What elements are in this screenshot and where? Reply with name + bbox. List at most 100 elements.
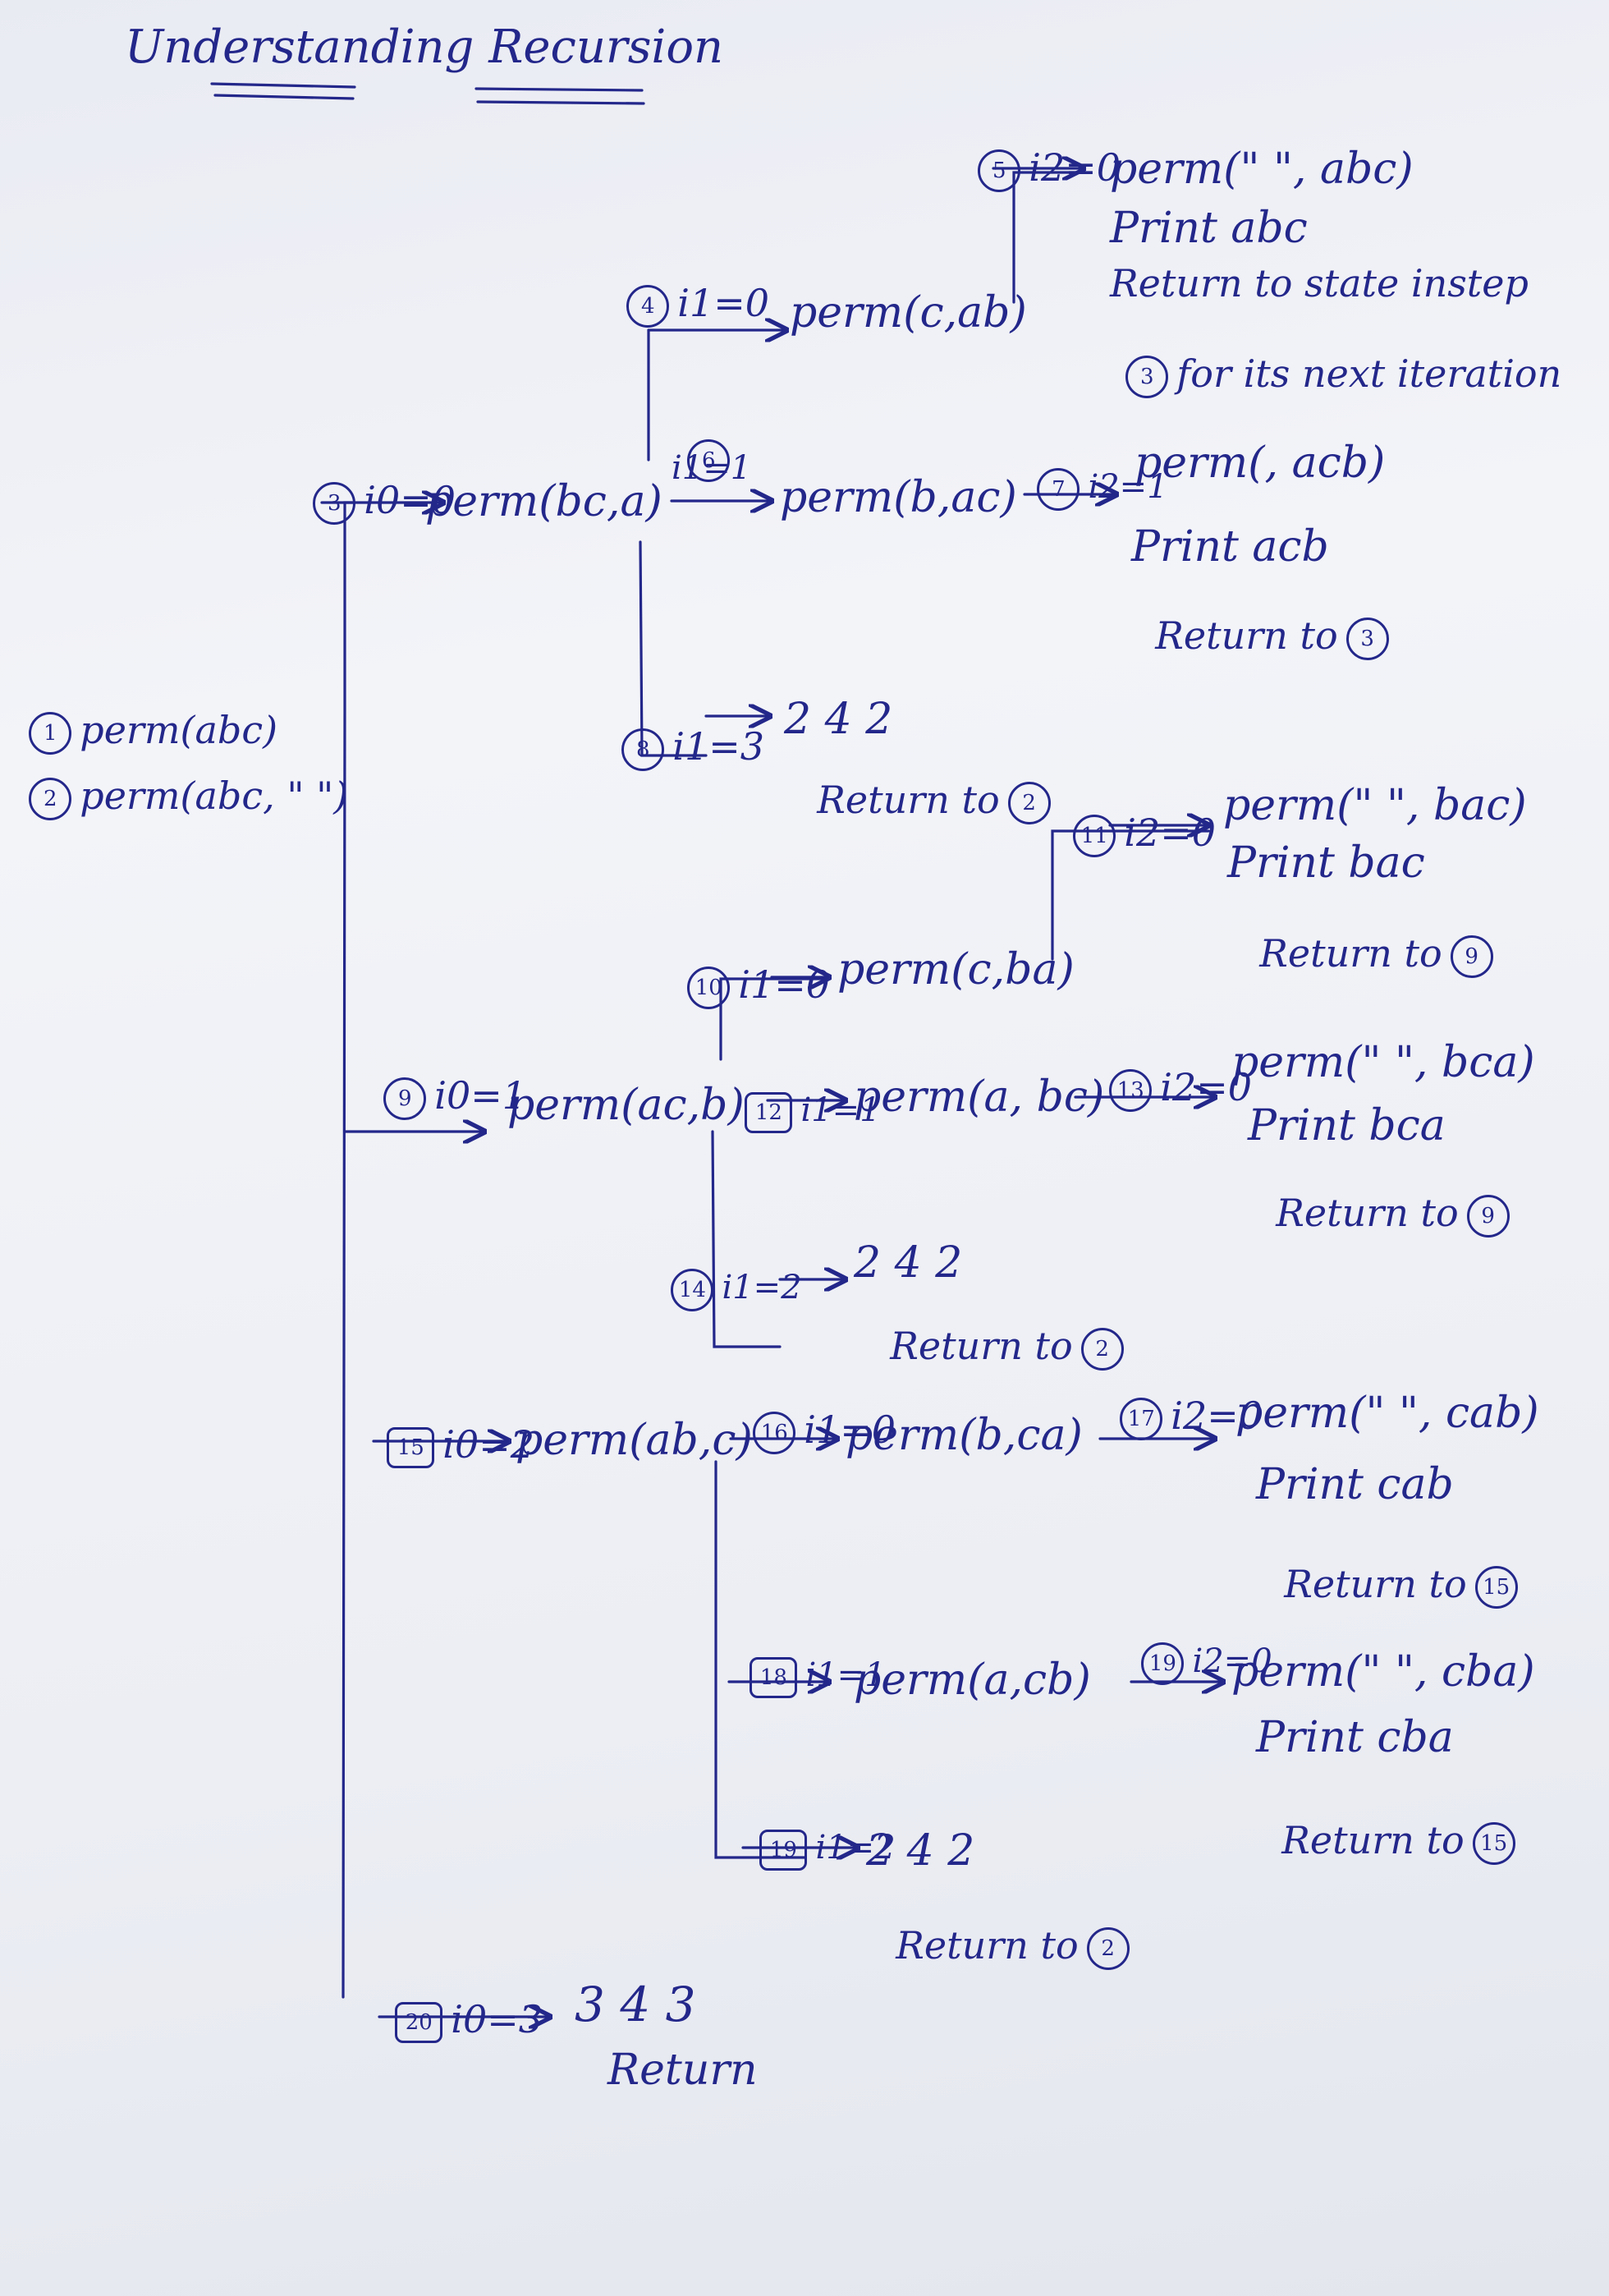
index-label: i0=3 (451, 1997, 543, 2041)
step-number-badge: 15 (1472, 1822, 1515, 1865)
index-label: i0=0 (364, 478, 456, 522)
node-6: 6 (663, 401, 738, 482)
index-label: i2=0 (1160, 1065, 1253, 1109)
index-label: i1=1 (805, 1656, 886, 1694)
page-title: Understanding Recursion (125, 21, 724, 74)
step-number-badge: 19 (759, 1830, 808, 1871)
step-number-badge: 7 (1037, 468, 1080, 511)
call-perm-bc-a: perm(bc,a) (425, 477, 662, 526)
note-print-bac: Print bac (1227, 838, 1425, 888)
index-label: i2=0 (1029, 145, 1121, 190)
step-number-badge: 12 (745, 1092, 793, 1133)
step-number-badge: 11 (1073, 815, 1116, 857)
step-number-badge: 9 (1466, 1195, 1510, 1238)
call-perm-ac-b: perm(ac,b) (507, 1081, 745, 1130)
step-number-badge: 2 (1007, 782, 1051, 824)
step-number-badge: 3 (1125, 356, 1169, 398)
note-return-state-1: Return to state instep (1110, 261, 1529, 305)
call-perm-c-ab: perm(c,ab) (790, 288, 1027, 338)
note-print-abc: Print abc (1110, 204, 1308, 253)
trunk-line (342, 501, 356, 1999)
call-perm-ab-c: perm(ab,c) (516, 1416, 753, 1465)
note-print-bca: Print bca (1248, 1101, 1446, 1150)
step-number-badge: 15 (387, 1427, 435, 1468)
index-label: i1=1 (800, 1091, 881, 1129)
index-label: i0=1 (434, 1073, 527, 1118)
title-underline (210, 82, 645, 105)
index-label: i2=1 (1088, 468, 1168, 506)
index-label: i2=0 (1192, 1642, 1272, 1680)
step-number-badge: 6 (687, 439, 731, 482)
call-perm-cba: perm(" ", cba) (1231, 1647, 1535, 1697)
call-perm-b-ca: perm(b,ca) (846, 1411, 1083, 1460)
step-number-badge: 15 (1474, 1566, 1518, 1609)
call-perm-c-ba: perm(c,ba) (837, 945, 1075, 994)
index-label: i2=0 (1171, 1394, 1263, 1438)
step-number-badge: 10 (687, 967, 731, 1009)
step-number-badge: 18 (749, 1657, 798, 1698)
call-label: perm(abc, " ") (80, 774, 349, 818)
call-perm-abc: perm(" ", abc) (1110, 145, 1414, 194)
step-number-badge: 4 (626, 285, 670, 328)
call-perm-bca: perm(" ", bca) (1231, 1038, 1535, 1087)
step-number-badge: 19 (1141, 1642, 1185, 1685)
call-perm-b-ac: perm(b,ac) (780, 473, 1017, 522)
step-number-badge: 8 (621, 728, 665, 771)
call-label: perm(abc) (80, 708, 278, 752)
note-cmp-242-c: 2 4 2 (866, 1826, 975, 1876)
note-cmp-242-a: 2 4 2 (784, 695, 893, 744)
index-label: i1=2 (815, 1829, 896, 1867)
step-number-badge: 3 (1345, 618, 1389, 660)
step-number-badge: 2 (1080, 1328, 1124, 1371)
step-number-badge: 2 (29, 778, 72, 820)
step-number-badge: 20 (395, 2002, 443, 2043)
call-perm-a-cb: perm(a,cb) (854, 1655, 1091, 1705)
index-label: i2=0 (1124, 810, 1217, 855)
index-label: i1=0 (738, 962, 831, 1007)
note-print-acb: Print acb (1131, 522, 1329, 572)
step-number-badge: 2 (1086, 1927, 1130, 1970)
step-number-badge: 9 (383, 1077, 427, 1120)
index-label: i1=0 (677, 281, 770, 325)
call-perm-cab: perm(" ", cab) (1235, 1389, 1539, 1438)
step-number-badge: 16 (753, 1412, 796, 1454)
index-label: i0=2 (442, 1422, 535, 1467)
step-number-badge: 1 (29, 712, 72, 755)
subtrunk-ab-c (714, 1460, 806, 1859)
step-number-badge: 9 (1450, 935, 1493, 978)
call-perm-bac: perm(" ", bac) (1223, 781, 1527, 830)
note-print-cba: Print cba (1256, 1713, 1454, 1762)
note-cmp-343: 3 4 3 (575, 1977, 696, 2032)
index-label: i1=0 (804, 1407, 896, 1452)
step-number-badge: 5 (978, 149, 1021, 192)
step-number-badge: 13 (1109, 1069, 1153, 1112)
